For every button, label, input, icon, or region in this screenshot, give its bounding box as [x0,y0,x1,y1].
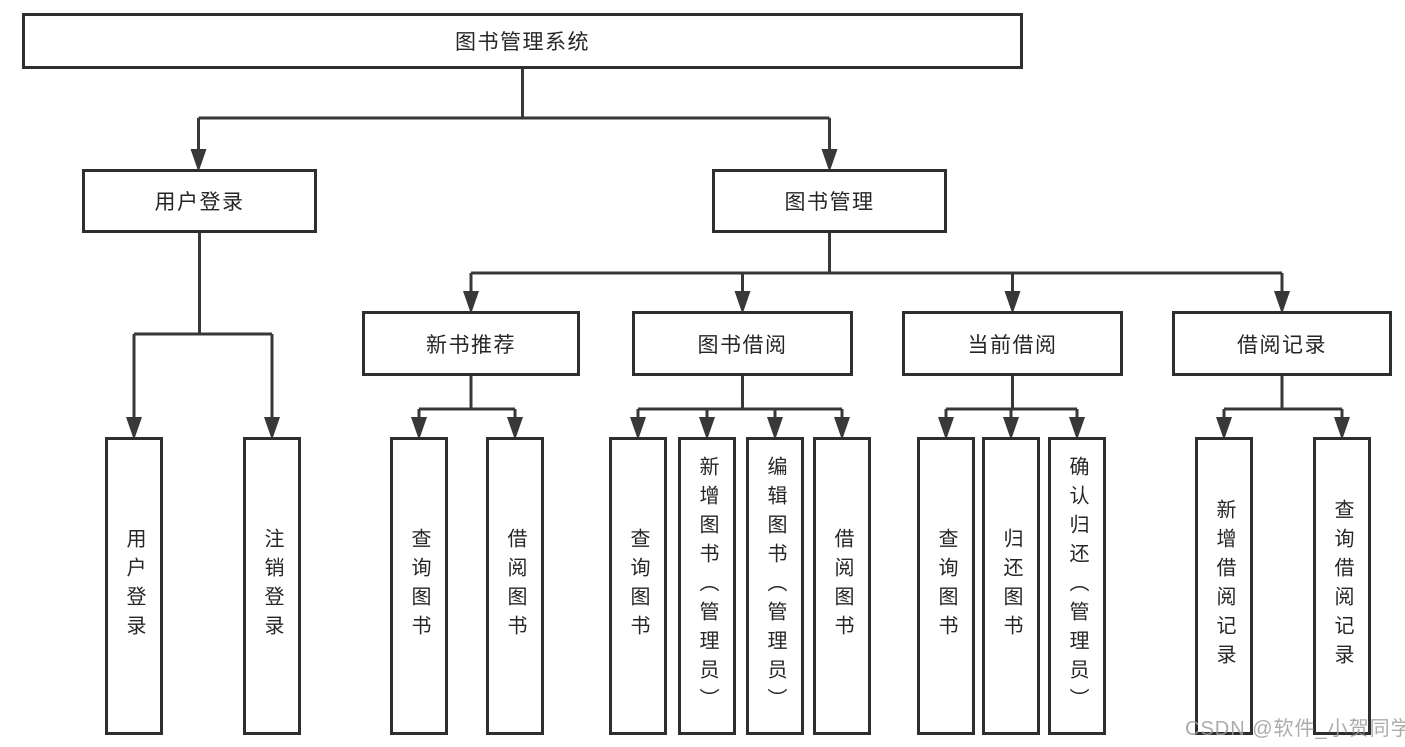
leaf-query-borrow-record: 查询借阅记录 [1313,437,1371,735]
node-new-book-recommend: 新书推荐 [362,311,580,376]
node-current-borrowing: 当前借阅 [902,311,1123,376]
leaf-add-book-admin: 新增图书（管理员） [678,437,736,735]
leaf-confirm-return-admin: 确认归还（管理员） [1048,437,1106,735]
leaf-user-login: 用户登录 [105,437,163,735]
leaf-logout: 注销登录 [243,437,301,735]
leaf-return-books: 归还图书 [982,437,1040,735]
leaf-borrow-books-recommend: 借阅图书 [486,437,544,735]
leaf-add-borrow-record: 新增借阅记录 [1195,437,1253,735]
leaf-query-books-current: 查询图书 [917,437,975,735]
leaf-borrow-books-borrowing: 借阅图书 [813,437,871,735]
leaf-query-books-borrowing: 查询图书 [609,437,667,735]
leaf-query-books-recommend: 查询图书 [390,437,448,735]
watermark: CSDN @软件_小贺同学 [1185,718,1405,740]
node-library-management-system: 图书管理系统 [22,13,1023,69]
node-user-login: 用户登录 [82,169,317,233]
node-book-management: 图书管理 [712,169,947,233]
node-book-borrowing: 图书借阅 [632,311,853,376]
node-borrowing-records: 借阅记录 [1172,311,1392,376]
leaf-edit-book-admin: 编辑图书（管理员） [746,437,804,735]
